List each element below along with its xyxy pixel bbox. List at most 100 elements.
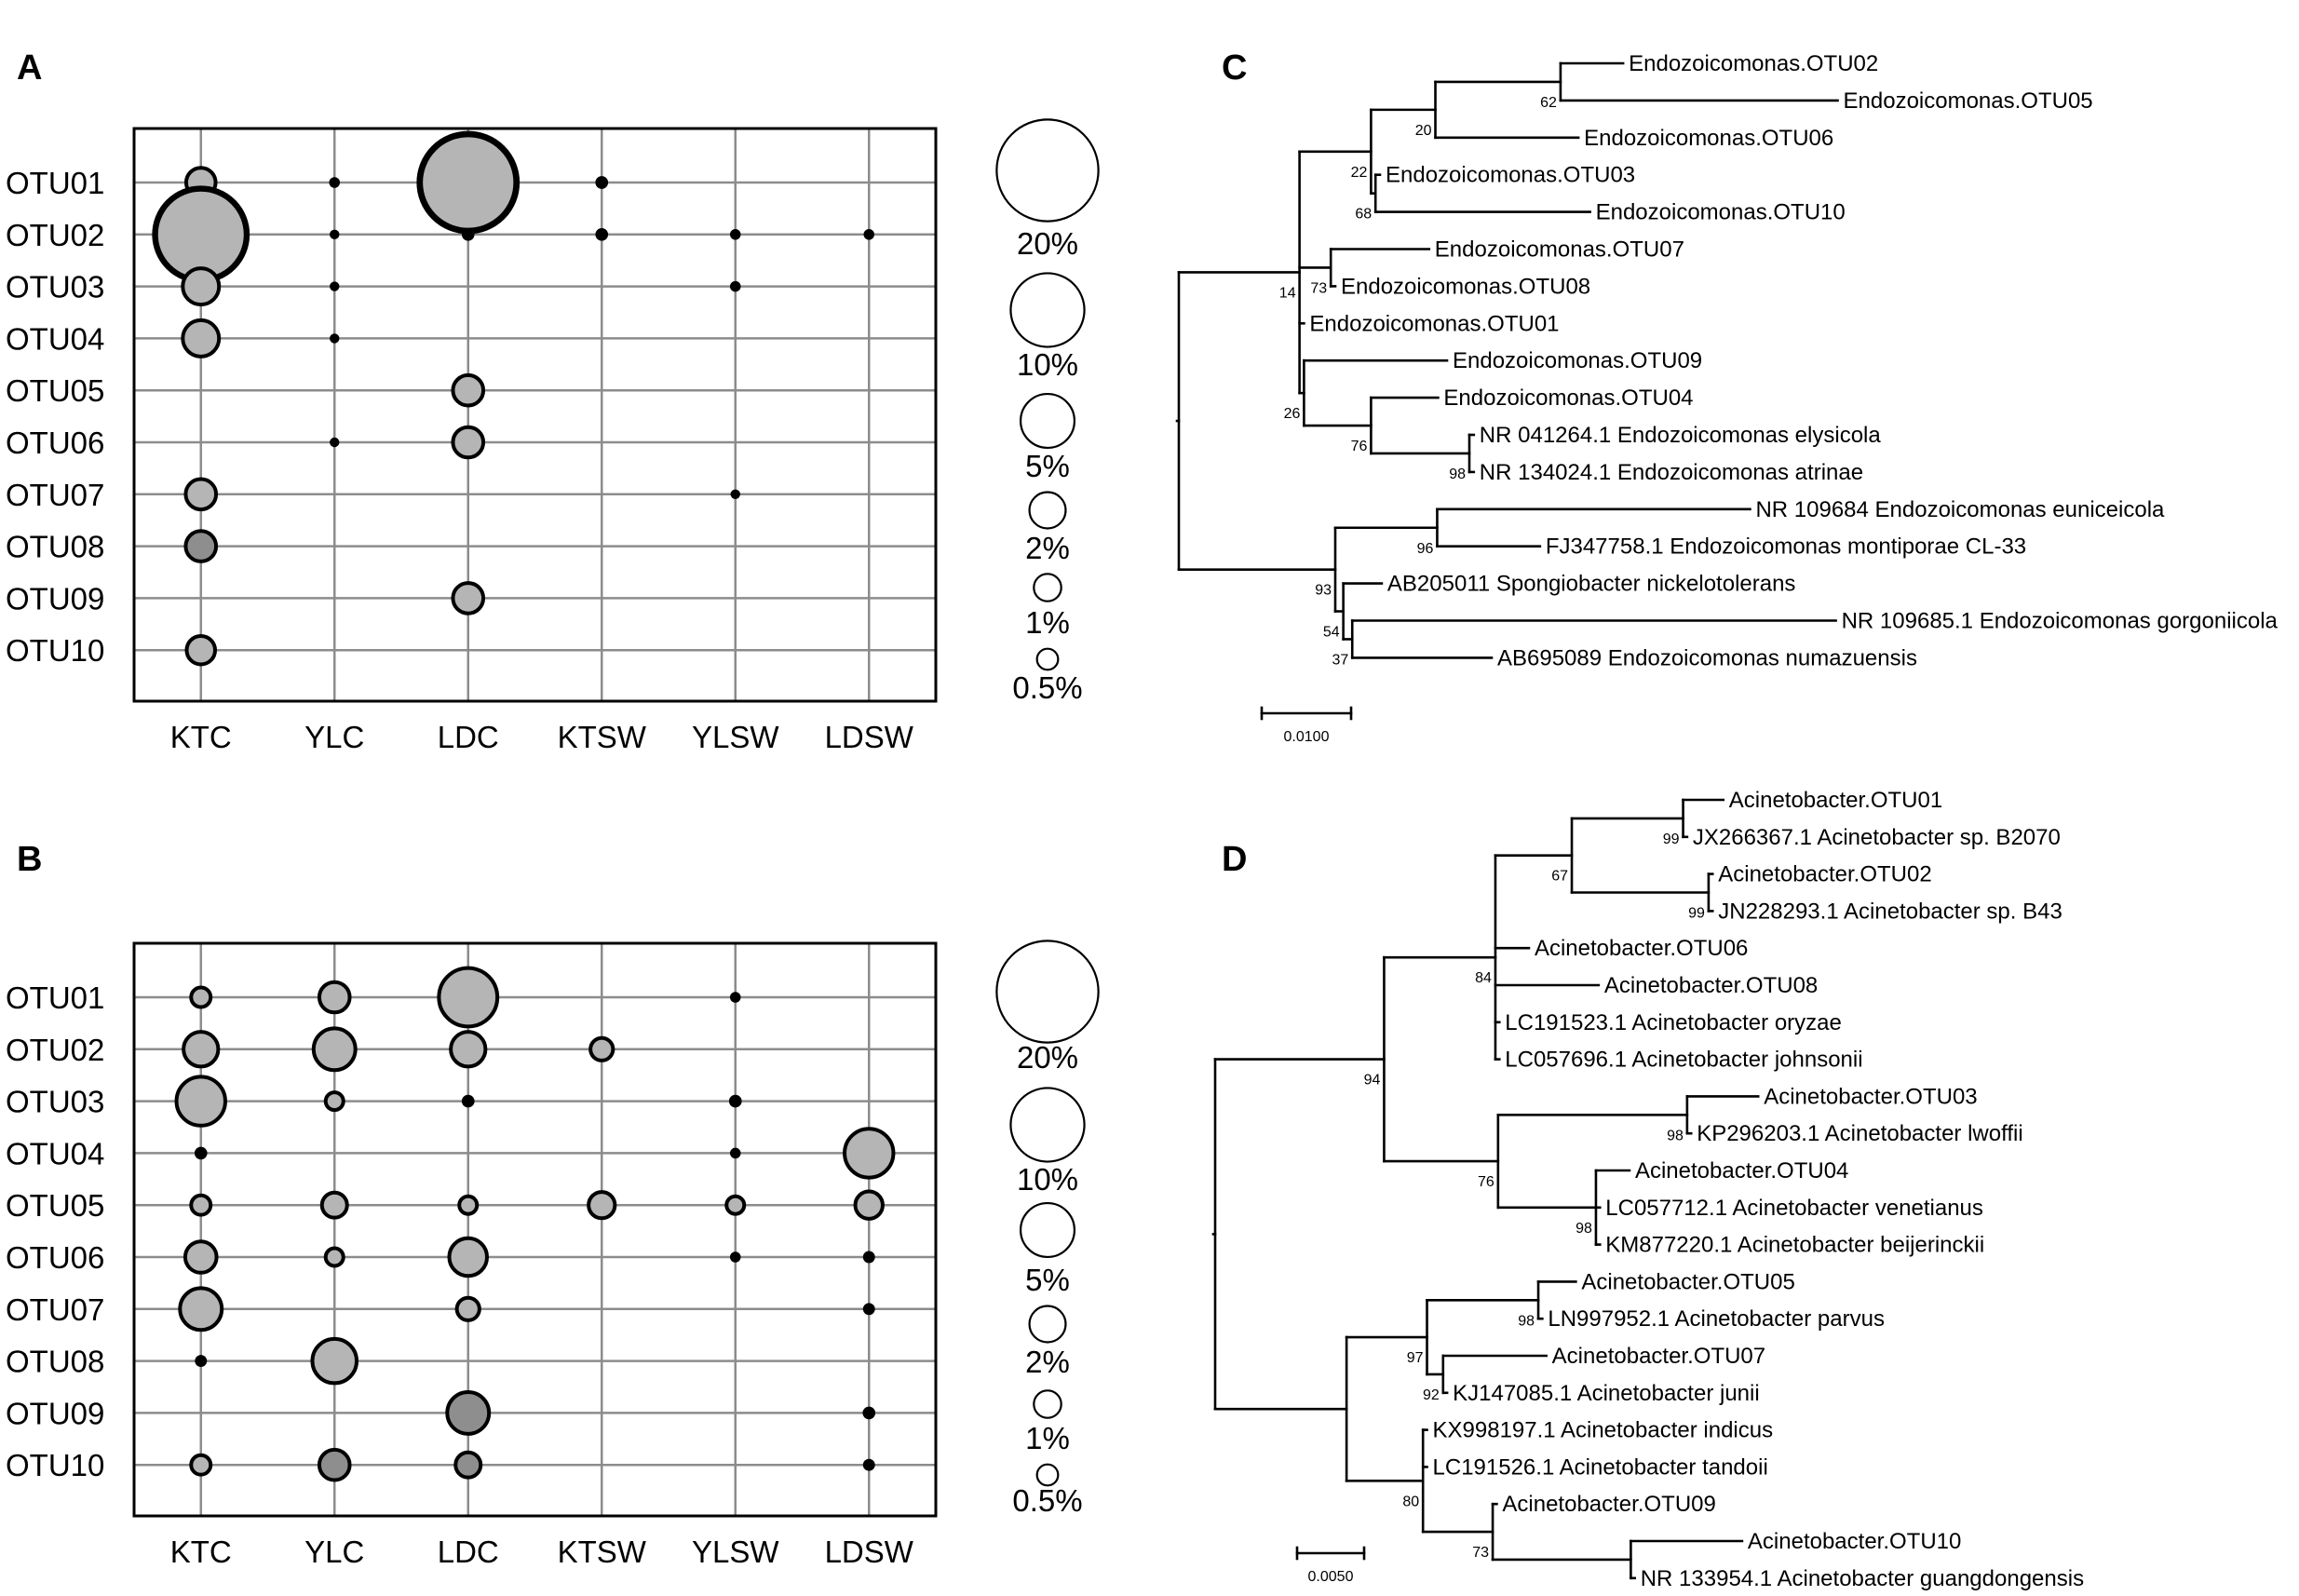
bubble xyxy=(729,992,741,1003)
legend-circle xyxy=(1019,392,1076,450)
bubble xyxy=(588,1035,615,1062)
row-label: OTU09 xyxy=(6,1396,104,1430)
bubble xyxy=(451,425,486,460)
legend-label: 5% xyxy=(1025,1263,1070,1297)
bubble xyxy=(329,177,341,188)
column-label: LDC xyxy=(438,1535,499,1569)
legend-circle xyxy=(1019,1201,1076,1259)
bubble xyxy=(189,985,213,1009)
row-label: OTU08 xyxy=(6,1345,104,1379)
legend-label: 20% xyxy=(1017,226,1078,261)
bubble xyxy=(310,1336,359,1386)
legend-label: 2% xyxy=(1025,1345,1070,1379)
scale-bar-label: 0.0100 xyxy=(1284,729,1330,745)
bubble xyxy=(461,1094,475,1108)
bubble xyxy=(457,1194,480,1216)
tree-tip-label: Endozoicomonas.OTU06 xyxy=(1584,126,1833,151)
bubble xyxy=(453,1450,483,1480)
tree-tip-label: KP296203.1 Acinetobacter lwoffii xyxy=(1697,1121,2022,1146)
bubble xyxy=(183,477,219,512)
row-label: OTU08 xyxy=(6,530,104,564)
panel-b-bubble-chart: BOTU01OTU02OTU03OTU04OTU05OTU06OTU07OTU0… xyxy=(6,840,1100,1569)
bubble xyxy=(862,1303,875,1316)
row-label: OTU10 xyxy=(6,1448,104,1482)
panel-letter: A xyxy=(17,48,42,88)
tree-tip-label: Acinetobacter.OTU01 xyxy=(1729,788,1942,813)
bubble xyxy=(189,1193,213,1217)
bubble xyxy=(416,130,521,235)
bubble xyxy=(863,229,875,240)
tree-tip-label: NR 134024.1 Endozoicomonas atrinae xyxy=(1480,460,1863,485)
bubble xyxy=(730,489,740,499)
tree-tip-label: AB695089 Endozoicomonas numazuensis xyxy=(1497,645,1917,670)
legend-circle xyxy=(1033,573,1062,602)
legend-label: 1% xyxy=(1025,1421,1070,1455)
tree-tip-label: Acinetobacter.OTU10 xyxy=(1748,1529,1961,1554)
panel-a-bubble-chart: AOTU01OTU02OTU03OTU04OTU05OTU06OTU07OTU0… xyxy=(6,48,1100,754)
column-label: KTSW xyxy=(558,1535,647,1569)
column-label: LDSW xyxy=(825,1535,914,1569)
bubble xyxy=(183,529,219,563)
tree-tip-label: Acinetobacter.OTU08 xyxy=(1604,973,1818,998)
bubble xyxy=(862,1251,875,1264)
tree-tip-label: Endozoicomonas.OTU01 xyxy=(1309,311,1559,336)
bootstrap-value: 94 xyxy=(1364,1073,1381,1089)
tree-tip-label: NR 109684 Endozoicomonas euniceicola xyxy=(1755,497,2165,522)
row-label: OTU07 xyxy=(6,1292,104,1327)
column-label: KTC xyxy=(170,720,232,754)
tree-tip-label: KM877220.1 Acinetobacter beijerinckii xyxy=(1605,1233,1984,1258)
tree-tip-label: JN228293.1 Acinetobacter sp. B43 xyxy=(1718,899,2062,924)
bubble xyxy=(728,1094,742,1108)
bubble xyxy=(330,333,340,344)
bubble xyxy=(195,1355,208,1368)
bootstrap-value: 14 xyxy=(1279,285,1296,301)
column-label: YLSW xyxy=(692,720,779,754)
bootstrap-value: 96 xyxy=(1417,541,1434,557)
bubble xyxy=(194,1146,208,1160)
legend-label: 2% xyxy=(1025,531,1070,565)
tree-tip-label: AB205011 Spongiobacter nickelotolerans xyxy=(1387,572,1796,597)
bubble xyxy=(853,1189,885,1221)
bubble xyxy=(595,227,609,241)
plot-frame xyxy=(132,941,938,1518)
bubble xyxy=(454,1295,481,1322)
bootstrap-value: 98 xyxy=(1667,1128,1684,1143)
tree-tip-label: KX998197.1 Acinetobacter indicus xyxy=(1433,1418,1774,1443)
bubble xyxy=(317,1447,352,1482)
tree-tip-label: Acinetobacter.OTU07 xyxy=(1552,1344,1765,1369)
row-label: OTU03 xyxy=(6,270,104,304)
legend-circle xyxy=(1033,1389,1062,1419)
legend-label: 0.5% xyxy=(1012,670,1082,705)
bootstrap-value: 99 xyxy=(1663,832,1680,847)
bubble xyxy=(843,1127,896,1180)
bubble xyxy=(311,1026,358,1073)
column-label: LDSW xyxy=(825,720,914,754)
legend-circle xyxy=(1035,647,1060,671)
tree-tip-label: Endozoicomonas.OTU05 xyxy=(1844,88,2093,114)
bubble xyxy=(451,581,486,615)
bubble xyxy=(323,1090,345,1113)
bootstrap-value: 67 xyxy=(1551,869,1568,885)
row-label: OTU04 xyxy=(6,321,104,356)
bootstrap-value: 93 xyxy=(1315,583,1332,599)
bubble xyxy=(595,176,609,189)
tree-tip-label: Endozoicomonas.OTU07 xyxy=(1435,237,1684,263)
row-label: OTU09 xyxy=(6,581,104,615)
bubble xyxy=(182,1030,221,1069)
bootstrap-value: 73 xyxy=(1472,1545,1489,1561)
column-label: YLC xyxy=(304,1535,364,1569)
tree-tip-label: LN997952.1 Acinetobacter parvus xyxy=(1548,1306,1885,1332)
bootstrap-value: 92 xyxy=(1423,1387,1440,1403)
bubble xyxy=(317,980,352,1015)
legend-label: 10% xyxy=(1017,1162,1078,1197)
bubble xyxy=(587,1190,617,1221)
tree-tip-label: Endozoicomonas.OTU08 xyxy=(1341,274,1590,299)
tree-tip-label: Acinetobacter.OTU03 xyxy=(1764,1084,1977,1109)
legend-circle xyxy=(995,940,1100,1044)
bootstrap-value: 68 xyxy=(1355,207,1372,223)
row-label: OTU07 xyxy=(6,478,104,512)
tree-tip-label: Endozoicomonas.OTU04 xyxy=(1443,385,1693,411)
